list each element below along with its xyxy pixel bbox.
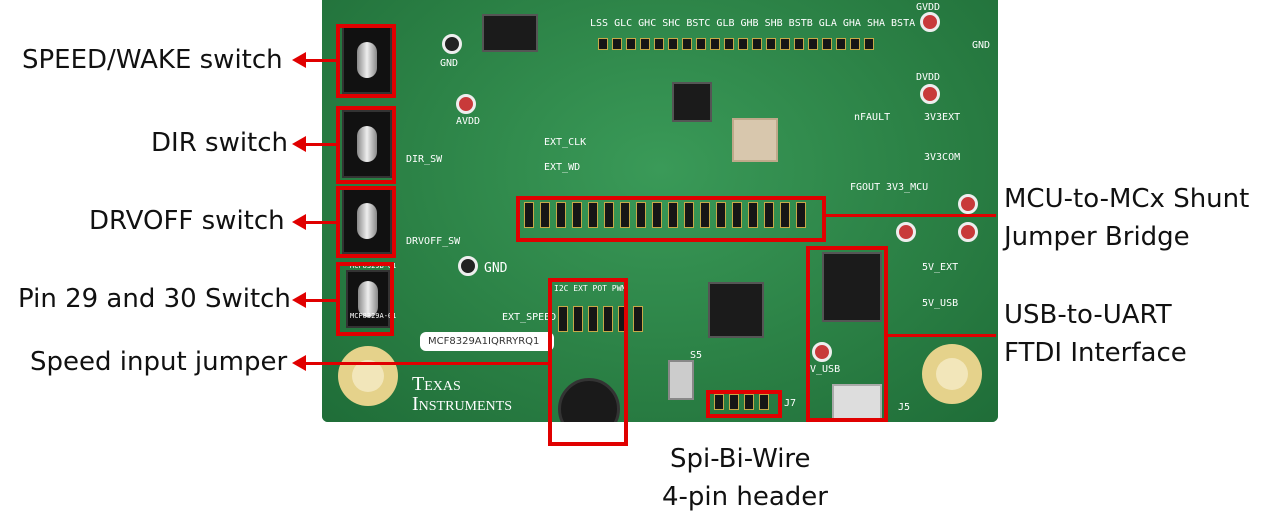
top-header-silkscreen: LSS GLC GHC SHC BSTC GLB GHB SHB BSTB GL… bbox=[590, 18, 940, 29]
ext-clk-label: EXT_CLK bbox=[544, 137, 587, 148]
gvdd-label: GVDD bbox=[916, 2, 941, 13]
speed-wake-toggle bbox=[342, 26, 392, 94]
arrow-dir bbox=[304, 143, 336, 146]
usb-connector bbox=[832, 384, 882, 420]
label-dir: DIR switch bbox=[151, 128, 289, 158]
v3com-label: 3V3COM bbox=[924, 152, 961, 163]
vusb-label: V_USB bbox=[810, 364, 841, 375]
mounting-pad-left bbox=[338, 346, 398, 406]
s5-label: S5 bbox=[690, 350, 703, 361]
power-mosfet bbox=[482, 14, 538, 52]
label-speed-input: Speed input jumper bbox=[30, 347, 288, 377]
arrowhead-pin29-30 bbox=[292, 292, 306, 308]
mcf-small-label-2: MCF8329A-01 bbox=[350, 312, 397, 320]
v5usb-label: 5V_USB bbox=[922, 298, 959, 309]
arrowhead-dir bbox=[292, 136, 306, 152]
mcf-small-label-1: MCF8329B-01 bbox=[350, 262, 397, 270]
shunt-jumpers bbox=[524, 202, 806, 228]
label-usb-uart-line2: FTDI Interface bbox=[1004, 338, 1187, 368]
arrowhead-speed-input bbox=[292, 355, 306, 371]
v3com-testpoint bbox=[896, 222, 916, 242]
vusb-testpoint bbox=[812, 342, 832, 362]
drvoff-toggle bbox=[342, 188, 392, 254]
drvoff-sw-label: DRVOFF_SW bbox=[406, 236, 461, 247]
crystal bbox=[732, 118, 778, 162]
line-usb-uart bbox=[888, 334, 996, 337]
mounting-pad-right bbox=[922, 344, 982, 404]
speed-input-pins bbox=[558, 306, 643, 332]
v3mcu-label: 3V3_MCU bbox=[886, 182, 929, 193]
gnd-top-label: GND bbox=[440, 58, 459, 69]
highlight-pin29-30 bbox=[336, 262, 394, 336]
arrow-speed-wake bbox=[304, 59, 336, 62]
ftdi-chip bbox=[822, 252, 882, 322]
gnd-testpoint-mid bbox=[458, 256, 478, 276]
label-usb-uart-line1: USB-to-UART bbox=[1004, 300, 1172, 330]
label-drvoff: DRVOFF switch bbox=[89, 206, 285, 236]
nfault-label: nFAULT bbox=[854, 112, 891, 123]
ti-logo-line1: Texas bbox=[412, 373, 461, 395]
top-pin-header bbox=[598, 38, 874, 50]
mcu-chip bbox=[708, 282, 764, 338]
label-speed-wake: SPEED/WAKE switch bbox=[22, 45, 283, 75]
j7-label: J7 bbox=[784, 398, 797, 409]
pcb-board: LSS GLC GHC SHC BSTC GLB GHB SHB BSTB GL… bbox=[322, 0, 998, 422]
label-spi-line1: Spi-Bi-Wire bbox=[670, 444, 811, 474]
label-shunt-line1: MCU-to-MCx Shunt bbox=[1004, 184, 1250, 214]
highlight-speed-wake bbox=[336, 24, 396, 98]
highlight-spi bbox=[706, 390, 782, 418]
gvdd-testpoint bbox=[920, 12, 940, 32]
gnd-mid-label: GND bbox=[484, 261, 508, 276]
avdd-testpoint bbox=[456, 94, 476, 114]
avdd-label: AVDD bbox=[456, 116, 481, 127]
highlight-drvoff bbox=[336, 186, 396, 258]
ti-logo: Texas Instruments bbox=[412, 374, 512, 414]
arrow-speed-input bbox=[304, 362, 548, 365]
j5-label: J5 bbox=[898, 402, 911, 413]
ti-logo-line2: Instruments bbox=[412, 393, 513, 415]
dir-sw-label: DIR_SW bbox=[406, 154, 443, 165]
ext-wd-label: EXT_WD bbox=[544, 162, 581, 173]
push-button bbox=[668, 360, 694, 400]
v5ext-label: 5V_EXT bbox=[922, 262, 959, 273]
dvdd-testpoint bbox=[920, 84, 940, 104]
v5ext-testpoint bbox=[958, 222, 978, 242]
board-part-label: MCF8329A1IQRRYRQ1 bbox=[420, 332, 554, 351]
jumper-cols-label: I2C EXT POT PWM bbox=[554, 284, 627, 293]
arrow-pin29-30 bbox=[304, 299, 336, 302]
dir-toggle bbox=[342, 110, 392, 178]
line-shunt bbox=[826, 214, 996, 217]
label-spi-line2: 4-pin header bbox=[662, 482, 828, 512]
spi-bi-wire-pins bbox=[714, 394, 769, 410]
v3ext-testpoint bbox=[958, 194, 978, 214]
label-pin29-30: Pin 29 and 30 Switch bbox=[18, 284, 291, 314]
v3ext-label: 3V3EXT bbox=[924, 112, 961, 123]
label-shunt-line2: Jumper Bridge bbox=[1004, 222, 1190, 252]
arrow-drvoff bbox=[304, 221, 336, 224]
ext-speed-label: EXT_SPEED bbox=[502, 312, 557, 323]
arrowhead-drvoff bbox=[292, 214, 306, 230]
fgout-label: FGOUT bbox=[850, 182, 881, 193]
highlight-shunt bbox=[516, 196, 826, 242]
arrowhead-speed-wake bbox=[292, 52, 306, 68]
highlight-dir bbox=[336, 106, 396, 184]
gate-driver-ic bbox=[672, 82, 712, 122]
gnd-right-label: GND bbox=[972, 40, 991, 51]
speed-potentiometer bbox=[558, 378, 620, 422]
gnd-testpoint-top bbox=[442, 34, 462, 54]
pin29-30-toggle bbox=[346, 270, 390, 328]
dvdd-label: DVDD bbox=[916, 72, 941, 83]
highlight-speed-input bbox=[548, 278, 628, 446]
highlight-usb-uart bbox=[806, 246, 888, 422]
